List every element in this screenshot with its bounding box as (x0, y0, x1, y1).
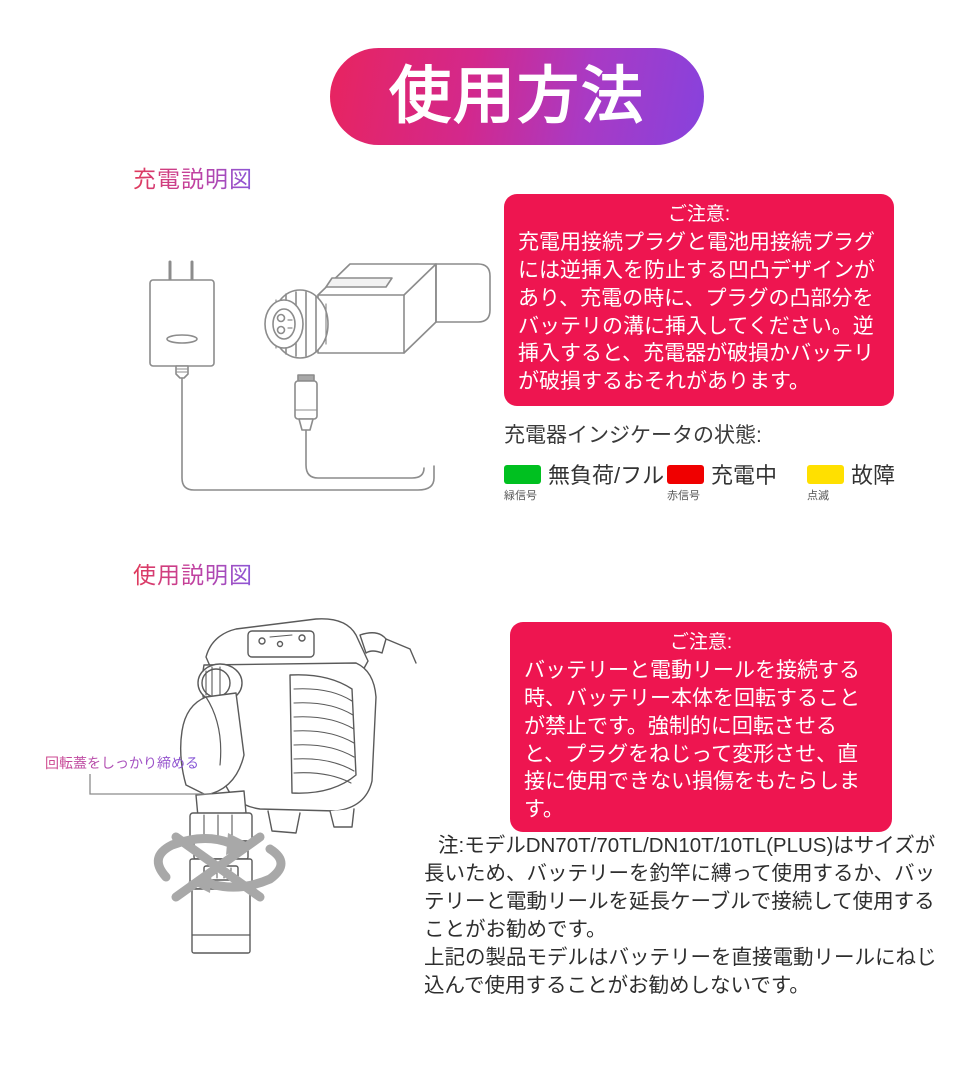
annotation-leader-line (89, 774, 212, 795)
page-title-banner: 使用方法 (330, 48, 704, 145)
legend-sublabel-red: 赤信号 (667, 490, 700, 502)
notice-charging-heading: ご注意: (667, 204, 731, 225)
yellow-indicator-swatch (807, 465, 844, 484)
legend-label-red: 充電中 (711, 463, 778, 488)
notice-usage-body: バッテリーと電動リールを接続する時、バッテリー本体を回転することが禁止です。強制… (524, 658, 860, 822)
page-title: 使用方法 (388, 61, 645, 131)
section-label-charging: 充電説明図 (133, 160, 253, 194)
green-indicator-swatch (504, 465, 541, 484)
red-indicator-swatch (667, 465, 704, 484)
notice-box-charging: ご注意: 充電用接続プラグと電池用接続プラグには逆挿入を防止する凹凸デザインがあ… (504, 194, 894, 406)
bottom-note-block: 注:モデルDN70T/70TL/DN10T/10TL(PLUS)はサイズが長いた… (424, 832, 944, 1000)
legend-sublabel-yellow: 点滅 (807, 490, 829, 502)
bottom-note-line-2: 上記の製品モデルはバッテリーを直接電動リールにねじ込んで使用することがお勧めしな… (424, 946, 937, 998)
bottom-note-line-1: 注:モデルDN70T/70TL/DN10T/10TL(PLUS)はサイズが長いた… (424, 834, 936, 942)
notice-charging-body: 充電用接続プラグと電池用接続プラグには逆挿入を防止する凹凸デザインがあり、充電の… (518, 230, 875, 394)
indicator-status-title: 充電器インジケータの状態: (504, 424, 762, 447)
legend-label-green: 無負荷/フル (548, 463, 665, 488)
reel-usage-illustration (120, 605, 450, 980)
notice-box-usage: ご注意: バッテリーと電動リールを接続する時、バッテリー本体を回転することが禁止… (510, 622, 892, 832)
legend-label-yellow: 故障 (851, 463, 896, 488)
indicator-legend: 無負荷/フル 緑信号 充電中 赤信号 故障 点滅 (504, 462, 914, 510)
notice-usage-heading: ご注意: (669, 632, 733, 653)
charging-diagram-illustration (118, 250, 508, 510)
section-label-usage: 使用説明図 (133, 556, 253, 590)
reel-cap-annotation-label: 回転蓋をしっかり締める (45, 755, 199, 771)
legend-sublabel-green: 緑信号 (504, 490, 537, 502)
